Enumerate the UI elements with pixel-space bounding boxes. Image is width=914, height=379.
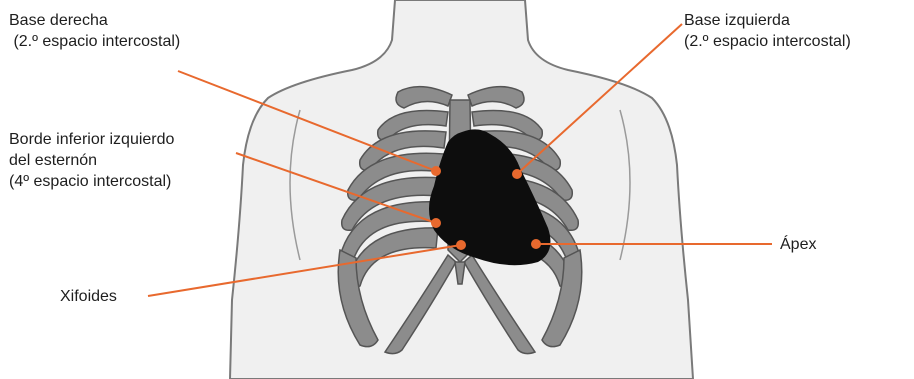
label-borde-inferior-line-1: Borde inferior izquierdo bbox=[9, 129, 174, 150]
label-borde-inferior: Borde inferior izquierdo del esternón (4… bbox=[9, 129, 174, 192]
label-base-derecha: Base derecha (2.º espacio intercostal) bbox=[9, 10, 180, 52]
label-borde-inferior-line-2: del esternón bbox=[9, 150, 174, 171]
label-xifoides: Xifoides bbox=[60, 286, 117, 307]
point-base-izquierda bbox=[512, 169, 522, 179]
label-base-izquierda-line-1: Base izquierda bbox=[684, 10, 851, 31]
label-base-izquierda-line-2: (2.º espacio intercostal) bbox=[684, 31, 851, 52]
label-xifoides-text: Xifoides bbox=[60, 286, 117, 307]
label-base-derecha-line-2: (2.º espacio intercostal) bbox=[9, 31, 180, 52]
label-apex: Ápex bbox=[780, 234, 816, 255]
point-apex bbox=[531, 239, 541, 249]
label-borde-inferior-line-3: (4º espacio intercostal) bbox=[9, 171, 174, 192]
point-xifoides bbox=[456, 240, 466, 250]
point-borde-inferior bbox=[431, 218, 441, 228]
point-base-derecha bbox=[431, 166, 441, 176]
label-apex-text: Ápex bbox=[780, 234, 816, 255]
label-base-izquierda: Base izquierda (2.º espacio intercostal) bbox=[684, 10, 851, 52]
label-base-derecha-line-1: Base derecha bbox=[9, 10, 180, 31]
